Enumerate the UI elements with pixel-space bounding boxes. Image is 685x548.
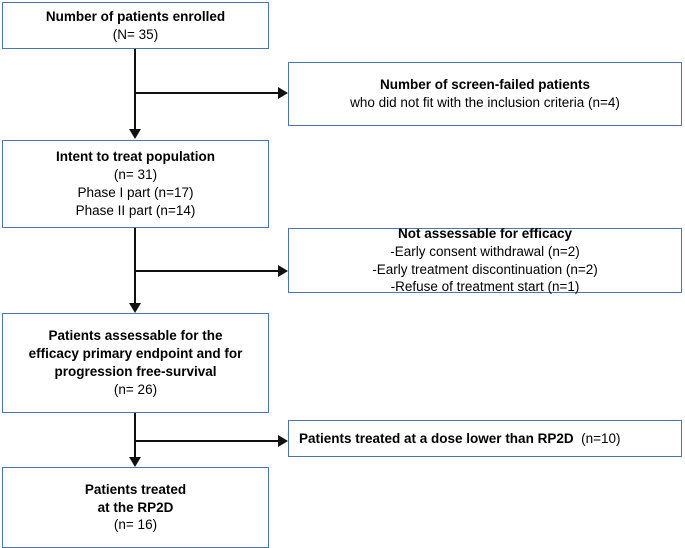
node-patients-assessable-title-line3: progression free-survival <box>54 364 217 379</box>
node-treated-rp2d-title-line2: at the RP2D <box>97 499 174 515</box>
node-not-assessable-title: Not assessable for efficacy <box>397 225 573 241</box>
node-treated-rp2d: Patients treated at the RP2D (n= 16) <box>2 467 269 548</box>
node-treated-rp2d-count: (n= 16) <box>113 517 158 533</box>
node-lower-dose-text: Patients treated at a dose lower than RP… <box>299 430 621 448</box>
node-patients-enrolled-title: Number of patients enrolled <box>45 8 226 24</box>
connector-itt-to-not-assessable-line <box>135 270 280 272</box>
connector-enrolled-to-itt-line <box>134 49 136 131</box>
connector-assessable-to-rp2d-line <box>134 413 136 459</box>
node-patients-assessable-title-line1: Patients assessable for the <box>48 328 223 344</box>
node-not-assessable: Not assessable for efficacy -Early conse… <box>288 225 682 295</box>
connector-itt-to-assessable-arrowhead <box>129 303 141 313</box>
connector-itt-to-assessable-line <box>134 228 136 305</box>
connector-assessable-to-lower-dose-arrowhead <box>278 435 288 447</box>
node-intent-to-treat: Intent to treat population (n= 31) Phase… <box>2 140 269 228</box>
node-screen-failed-title: Number of screen-failed patients <box>379 77 591 93</box>
node-intent-to-treat-count: (n= 31) <box>113 167 158 183</box>
node-screen-failed: Number of screen-failed patients who did… <box>288 62 682 126</box>
node-patients-assessable-count: (n= 26) <box>113 381 158 397</box>
node-lower-dose-count: (n=10) <box>581 430 621 446</box>
node-patients-assessable-title-line2: efficacy primary endpoint and for <box>28 346 243 362</box>
node-lower-dose-title: Patients treated at a dose lower than RP… <box>299 430 574 446</box>
node-patients-assessable: Patients assessable for the efficacy pri… <box>2 313 269 413</box>
connector-enrolled-to-screen-failed-arrowhead <box>278 87 288 99</box>
node-patients-enrolled-count: (N= 35) <box>112 26 159 42</box>
connector-enrolled-to-screen-failed-line <box>135 92 280 94</box>
node-intent-to-treat-phase2: Phase II part (n=14) <box>75 202 196 218</box>
node-intent-to-treat-title: Intent to treat population <box>56 149 215 165</box>
node-lower-dose: Patients treated at a dose lower than RP… <box>288 420 682 457</box>
connector-assessable-to-lower-dose-line <box>135 440 280 442</box>
connector-enrolled-to-itt-arrowhead <box>129 129 141 139</box>
node-not-assessable-withdrawal: -Early consent withdrawal (n=2) <box>390 243 580 259</box>
node-screen-failed-detail: who did not fit with the inclusion crite… <box>350 95 620 110</box>
node-not-assessable-discontinuation: -Early treatment discontinuation (n=2) <box>372 261 598 277</box>
node-patients-enrolled: Number of patients enrolled (N= 35) <box>2 2 269 49</box>
node-not-assessable-refusal: -Refuse of treatment start (n=1) <box>390 279 580 295</box>
node-intent-to-treat-phase1: Phase I part (n=17) <box>77 185 194 200</box>
connector-itt-to-not-assessable-arrowhead <box>278 265 288 277</box>
node-treated-rp2d-title-line1: Patients treated <box>84 481 187 497</box>
connector-assessable-to-rp2d-arrowhead <box>129 457 141 467</box>
